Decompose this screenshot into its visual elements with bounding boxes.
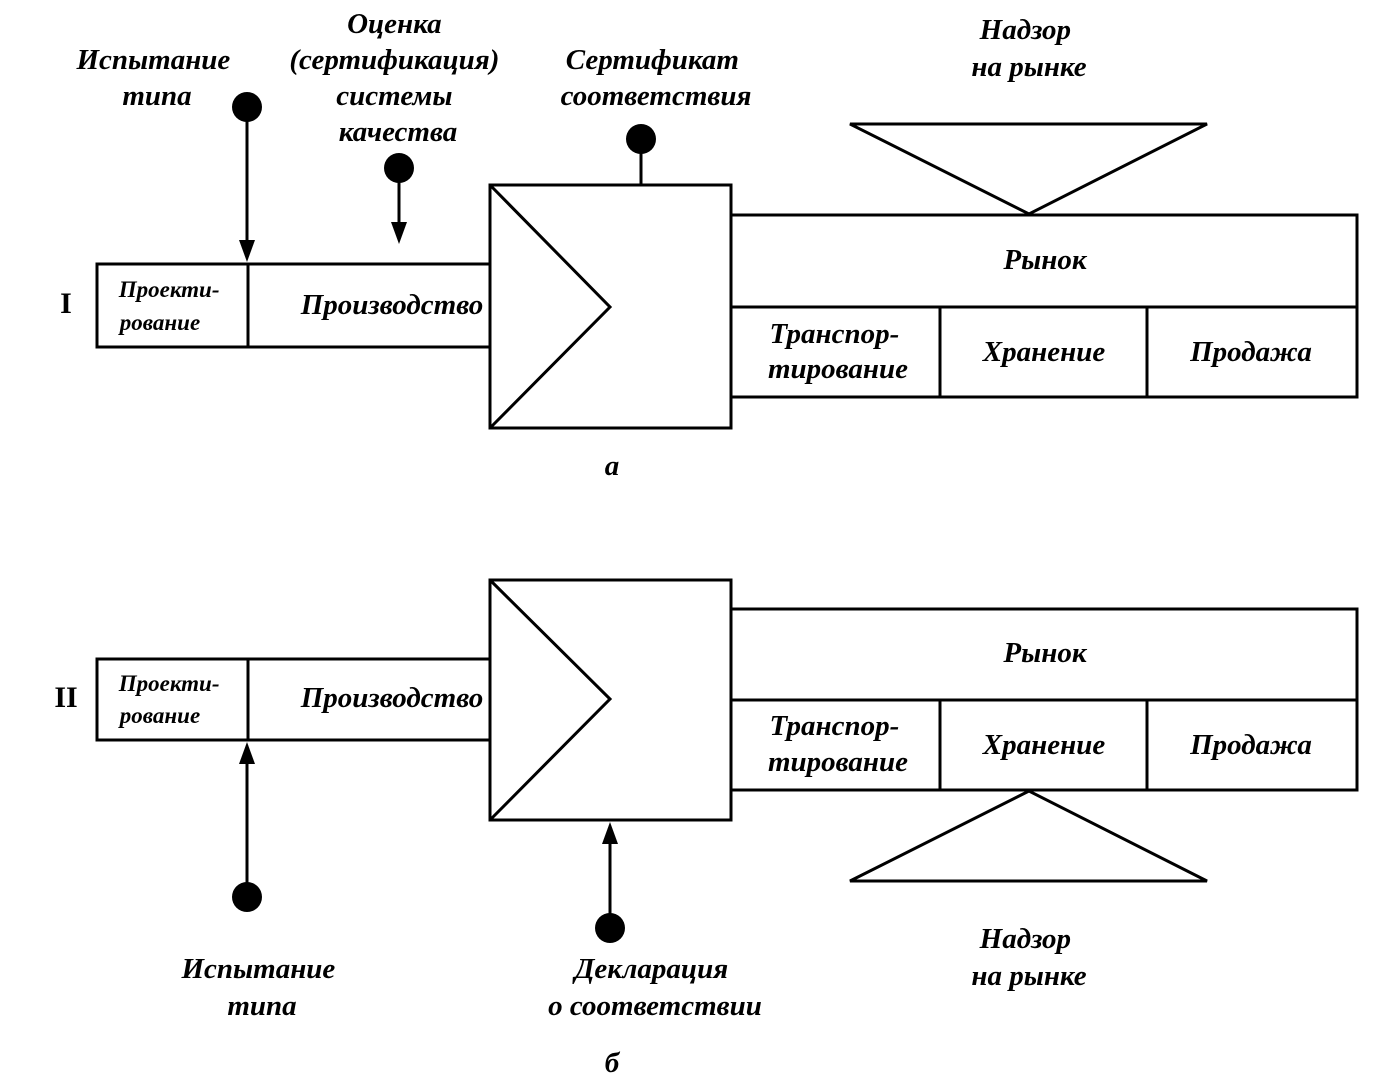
panel-b-storage-label: Хранение [982,729,1106,761]
panel-b-declaration-label: Декларация о соответствии [548,953,762,1022]
panel-a-caption: а [605,450,620,482]
panel-a-storage-label: Хранение [982,336,1106,368]
panel-a-roman-numeral: I [60,287,72,320]
panel-a-supervision-triangle [849,122,1208,216]
panel-a-market-label: Рынок [1002,244,1087,276]
panel-a-market-box [729,213,1359,309]
panel-b-market-label: Рынок [1002,637,1087,669]
panel-a-certificate-label: Сертификат соответствия [561,44,752,112]
panel-a-chevron [488,183,613,430]
panel-b-design-label: Проекти- рование [118,671,226,728]
panel-b-caption: б [605,1047,621,1079]
panel-b-roman-numeral: II [54,681,77,714]
panel-a-design-label: Проекти- рование [118,277,226,335]
panel-a-type-test-label: Испытание типа [75,44,237,112]
panel-b-market-ops-row [729,698,1359,792]
panel-a: I Испытание типа Оценка (сертификация) с… [60,8,1359,482]
panel-b-transport-label: Транспор- тирование [768,710,908,778]
panel-b-supervision-triangle [849,789,1208,883]
panel-a-supervision-label: Надзор на рынке [971,14,1086,83]
panel-b-market-box [729,607,1359,702]
panel-a-quality-system-arrowhead [391,222,407,244]
panel-a-transport-label: Транспор- тирование [768,318,908,385]
panel-b-declaration-arrowhead [602,822,618,844]
panel-b-sale-label: Продажа [1189,729,1312,761]
panel-b: II Проекти- рование Производство Рынок Т… [54,578,1359,1079]
panel-a-sale-label: Продажа [1189,336,1312,368]
panel-a-market-ops-row [729,305,1359,399]
panel-b-type-test-arrowhead [239,742,255,764]
panel-b-chevron [488,578,613,822]
panel-a-type-test-arrowhead [239,240,255,262]
panel-a-quality-system-label: Оценка (сертификация) системы качества [289,8,506,148]
panel-b-production-label: Производство [300,682,484,714]
panel-b-type-test-label: Испытание типа [180,953,342,1022]
panel-a-production-label: Производство [300,289,484,321]
panel-b-supervision-label: Надзор на рынке [971,923,1086,992]
